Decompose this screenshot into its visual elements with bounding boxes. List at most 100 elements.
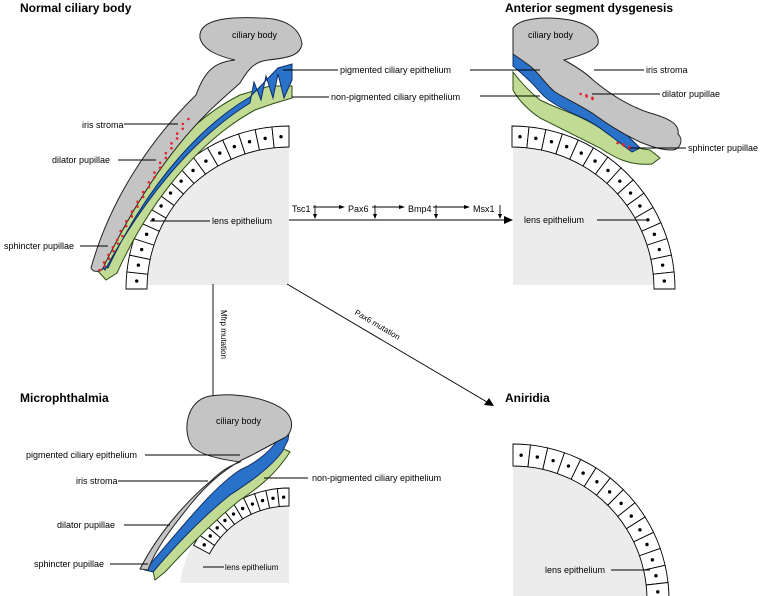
- muscle-fibre-dot: [107, 253, 110, 257]
- mutation-arrows: Mfrp mutation Pax6 mutation: [209, 283, 494, 406]
- iris-ciliary-micro: [139, 394, 292, 581]
- label-sphincter-micro: sphincter pupillae: [34, 559, 104, 569]
- muscle-fibre-dot: [102, 261, 106, 264]
- sphincter-muscle-dots-asd: [616, 141, 631, 150]
- ciliary-iris-asd: [512, 17, 682, 165]
- cell-nucleus: [518, 135, 522, 139]
- lens-asd: [511, 125, 676, 290]
- muscle-fibre-dot: [136, 200, 139, 204]
- cell-nucleus: [534, 136, 538, 141]
- muscle-fibre-dot: [181, 127, 185, 131]
- cell-nucleus: [208, 534, 212, 538]
- cell-nucleus: [581, 471, 585, 475]
- cell-nucleus: [656, 590, 660, 594]
- muscle-fibre-dot: [119, 229, 122, 233]
- label-pax6-mutation: Pax6 mutation: [353, 308, 402, 342]
- muscle-fibre-dot: [136, 205, 139, 208]
- cell-nucleus: [260, 498, 265, 503]
- cell-nucleus: [628, 191, 633, 195]
- cell-nucleus: [218, 151, 222, 155]
- muscle-fibre-dot: [622, 144, 625, 147]
- cell-nucleus: [652, 232, 657, 237]
- lens-epithelial-cell: [645, 582, 670, 596]
- cell-nucleus: [607, 490, 612, 494]
- title-asd: Anterior segment dysgenesis: [505, 1, 673, 15]
- iris-ciliary-normal: [90, 17, 303, 281]
- cell-nucleus: [564, 144, 569, 149]
- muscle-fibre-dot: [153, 176, 156, 179]
- muscle-fibre-dot: [164, 151, 168, 155]
- cell-nucleus: [204, 159, 208, 163]
- cell-nucleus: [551, 458, 555, 463]
- muscle-fibre-dot: [107, 257, 111, 260]
- cell-nucleus: [281, 495, 286, 499]
- label-iris-stroma-micro: iris stroma: [76, 476, 118, 486]
- cell-nucleus: [662, 279, 666, 283]
- cell-nucleus: [593, 159, 597, 163]
- label-iris-stroma-asd: iris stroma: [646, 65, 688, 75]
- cell-nucleus: [660, 263, 665, 267]
- dilator-muscle-dots-asd: [579, 92, 594, 101]
- cell-nucleus: [232, 144, 237, 149]
- cell-nucleus: [629, 514, 633, 518]
- lens-epithelium-cells-aniridia: [512, 443, 670, 596]
- muscle-fibre-dot: [130, 210, 134, 213]
- arrow-pax6: [286, 283, 488, 403]
- label-lens-epithelium-micro: lens epithelium: [225, 563, 279, 572]
- muscle-fibre-dot: [124, 224, 128, 228]
- muscle-fibre-dot: [147, 181, 151, 184]
- label-iris-stroma-normal: iris stroma: [82, 120, 124, 130]
- cell-nucleus: [606, 168, 610, 173]
- cell-nucleus: [144, 232, 149, 237]
- cell-nucleus: [179, 179, 183, 183]
- signaling-pathway: Tsc1 Pax6 Bmp4 Msx1: [289, 204, 513, 224]
- cell-nucleus: [595, 480, 599, 484]
- cell-nucleus: [168, 191, 173, 195]
- cell-nucleus: [579, 151, 583, 155]
- cell-nucleus: [645, 542, 649, 547]
- dilator-muscle-dots-normal: [119, 117, 190, 233]
- lens-aniridia: [512, 443, 670, 596]
- label-dilator-normal: dilator pupillae: [52, 155, 110, 165]
- lens-epithelium-cells-asd: [511, 125, 676, 290]
- label-ciliary-body-asd: ciliary body: [528, 30, 574, 40]
- label-dilator-micro: dilator pupillae: [57, 520, 115, 530]
- muscle-fibre-dot: [130, 215, 134, 218]
- label-sphincter-normal: sphincter pupillae: [4, 241, 74, 251]
- muscle-fibre-dot: [158, 166, 162, 169]
- label-lens-epithelium-asd: lens epithelium: [524, 215, 584, 225]
- muscle-fibre-dot: [158, 161, 162, 165]
- label-dilator-asd: dilator pupillae: [662, 89, 720, 99]
- cell-nucleus: [271, 496, 275, 501]
- label-mfrp-mutation: Mfrp mutation: [219, 310, 228, 359]
- cell-nucleus: [250, 502, 255, 506]
- arrowhead-to-asd: [504, 216, 513, 224]
- muscle-fibre-dot: [164, 156, 168, 160]
- title-micro: Microphthalmia: [20, 391, 109, 405]
- muscle-fibre-dot: [98, 268, 101, 272]
- cell-nucleus: [159, 204, 163, 208]
- pathway-tick-arrows: [313, 205, 502, 219]
- panel-normal: Normal ciliary body ciliary body pigment…: [4, 1, 460, 290]
- muscle-fibre-dot: [585, 95, 588, 98]
- label-pigmented-normal: pigmented ciliary epithelium: [340, 65, 451, 75]
- cell-nucleus: [654, 574, 658, 578]
- muscle-fibre-dot: [112, 249, 115, 253]
- cell-nucleus: [279, 135, 283, 139]
- muscle-fibre-dot: [628, 146, 631, 150]
- muscle-fibre-dot: [187, 117, 190, 121]
- muscle-fibre-dot: [591, 97, 594, 101]
- muscle-fibre-dot: [111, 246, 115, 249]
- panel-microphthalmia: Microphthalmia ciliary body pigmented ci…: [20, 391, 441, 583]
- muscle-fibre-dot: [181, 122, 185, 126]
- cell-nucleus: [566, 464, 571, 468]
- label-nonpigmented-normal: non-pigmented ciliary epithelium: [331, 92, 460, 102]
- cell-nucleus: [619, 501, 623, 506]
- label-sphincter-asd: sphincter pupillae: [688, 143, 758, 153]
- label-pigmented-micro: pigmented ciliary epithelium: [26, 450, 137, 460]
- cell-nucleus: [215, 526, 219, 530]
- muscle-fibre-dot: [124, 219, 128, 223]
- gene-tsc1: Tsc1: [292, 204, 311, 214]
- cell-nucleus: [519, 453, 523, 457]
- cell-nucleus: [535, 455, 539, 459]
